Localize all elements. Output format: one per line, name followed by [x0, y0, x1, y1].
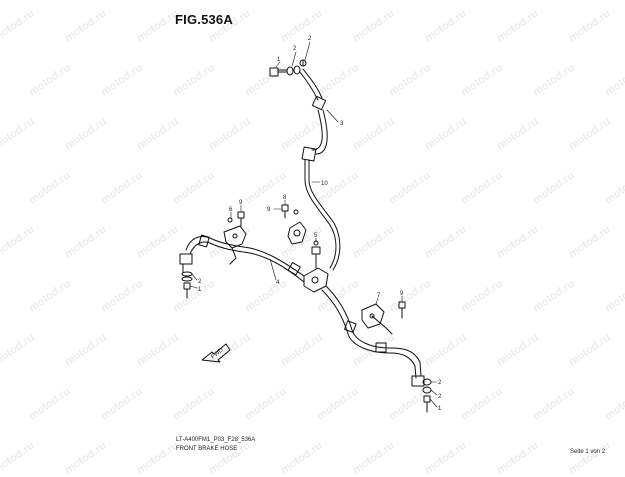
callout-9: 9 — [239, 200, 243, 206]
brake-pipe — [304, 159, 341, 271]
callout-2: 2 — [308, 36, 312, 42]
callout-1: 1 — [277, 57, 281, 63]
hose-clamp-center — [281, 204, 307, 245]
callout-9: 9 — [400, 291, 404, 297]
callout-6: 6 — [229, 207, 233, 213]
callout-5: 5 — [314, 233, 318, 239]
callout-2: 2 — [293, 46, 297, 52]
callout-2: 2 — [198, 279, 202, 285]
junction-block — [303, 240, 329, 293]
callout-3: 3 — [340, 121, 344, 127]
forward-arrow-icon — [201, 343, 231, 363]
callout-9: 9 — [267, 207, 271, 213]
fwd-label: FWD — [210, 347, 225, 361]
callout-10: 10 — [321, 181, 328, 187]
callout-4: 4 — [276, 280, 280, 286]
model-code: LT-A400FM1_P03_F28_536A — [176, 437, 256, 443]
right-brake-hose — [321, 285, 432, 413]
figure-title: FIG.536A — [175, 12, 233, 27]
left-hose-bracket — [223, 211, 247, 265]
upper-brake-hose — [299, 68, 328, 162]
callout-leader-lines — [189, 41, 438, 408]
callout-2: 2 — [438, 394, 442, 400]
callout-1: 1 — [198, 287, 202, 293]
part-name: FRONT BRAKE HOSE — [176, 446, 238, 452]
right-hose-bracket — [361, 301, 406, 335]
callout-2: 2 — [438, 380, 442, 386]
callout-8: 8 — [283, 195, 287, 201]
page-indicator: Seite 1 von 2 — [570, 449, 606, 455]
callout-1: 1 — [438, 406, 442, 412]
callout-7: 7 — [377, 293, 381, 299]
upper-banjo-bolt-group — [269, 59, 307, 77]
